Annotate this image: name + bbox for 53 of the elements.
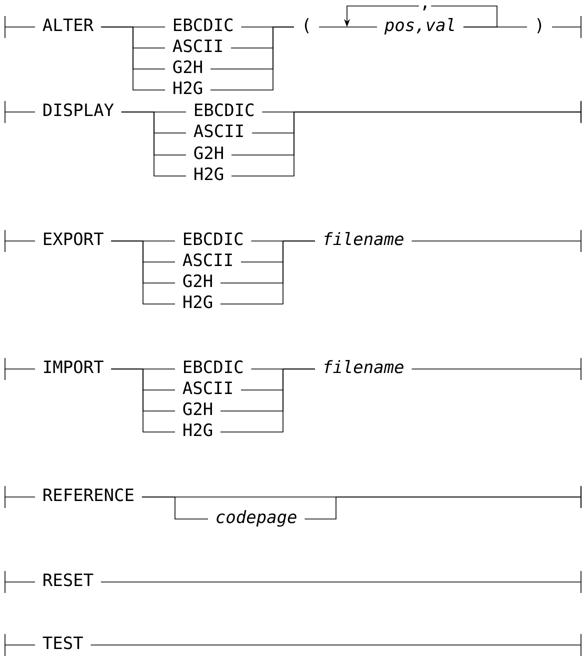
- option-keyword: H2G: [194, 167, 224, 180]
- syntax-line: [4, 358, 36, 380]
- option-keyword: H2G: [184, 295, 212, 308]
- option-keyword: G2H: [183, 402, 212, 416]
- keyword: RESET: [44, 573, 94, 586]
- variable-name: filename: [324, 360, 404, 374]
- option-keyword: EBCDIC: [195, 103, 254, 116]
- parenthesis: ): [537, 18, 542, 34]
- syntax-line: [463, 26, 528, 28]
- syntax-line: [100, 26, 166, 90]
- keyword: TEST: [42, 636, 83, 650]
- keyword: ALTER: [42, 18, 94, 31]
- syntax-line: [142, 496, 208, 520]
- keyword: EXPORT: [44, 232, 104, 246]
- option-keyword: H2G: [184, 423, 212, 436]
- syntax-line: [4, 486, 36, 508]
- syntax-line: [4, 100, 36, 124]
- variable-name: pos,val: [384, 18, 454, 35]
- syntax-line: [110, 368, 176, 432]
- syntax-line: [121, 112, 186, 176]
- option-keyword: H2G: [174, 81, 202, 94]
- syntax-line: [90, 634, 582, 656]
- variable-name: codepage: [216, 510, 296, 527]
- option-keyword: ASCII: [182, 253, 232, 266]
- option-keyword: G2H: [173, 60, 202, 74]
- keyword: IMPORT: [44, 360, 104, 374]
- syntax-line: [304, 486, 582, 520]
- parenthesis: (: [304, 18, 309, 34]
- option-keyword: G2H: [183, 274, 212, 288]
- option-keyword: EBCDIC: [184, 232, 242, 246]
- syntax-line: [110, 240, 176, 304]
- edge-label: ,: [418, 4, 432, 12]
- keyword: DISPLAY: [44, 103, 114, 116]
- option-keyword: ASCII: [182, 381, 232, 394]
- syntax-line: [411, 358, 582, 380]
- syntax-line: [552, 16, 582, 38]
- variable-name: filename: [324, 232, 404, 246]
- syntax-line: [210, 26, 294, 90]
- option-keyword: EBCDIC: [184, 360, 242, 374]
- option-keyword: G2H: [194, 146, 223, 160]
- syntax-line: [4, 570, 36, 594]
- syntax-line: [220, 240, 316, 304]
- syntax-line: [220, 368, 316, 432]
- syntax-line: [100, 570, 582, 594]
- option-keyword: ASCII: [194, 124, 243, 138]
- keyword: REFERENCE: [44, 488, 134, 502]
- syntax-line: [411, 230, 582, 252]
- syntax-line: [4, 230, 36, 252]
- option-keyword: EBCDIC: [174, 18, 232, 32]
- syntax-line: [4, 634, 36, 656]
- option-keyword: ASCII: [172, 39, 222, 52]
- syntax-line: [318, 26, 378, 28]
- syntax-line: [4, 16, 36, 38]
